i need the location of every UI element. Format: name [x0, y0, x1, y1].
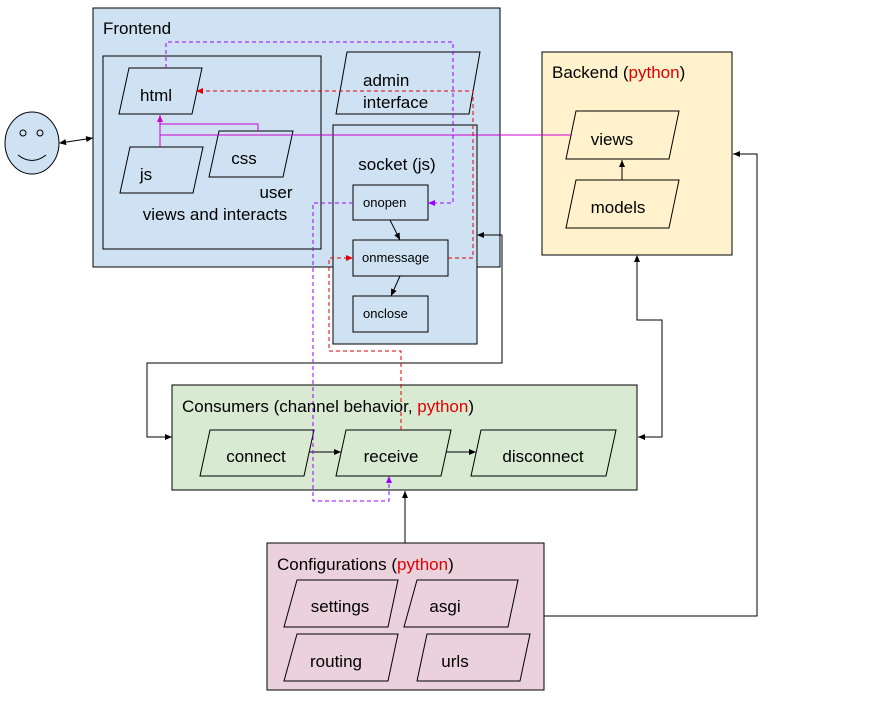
onmessage-html-dashed	[196, 88, 474, 259]
admin-label: admin	[363, 71, 409, 90]
css-node	[208, 130, 294, 178]
urls-label: urls	[441, 652, 468, 671]
user-label: user	[259, 183, 292, 202]
backend-consumers-link	[634, 255, 663, 440]
views-interacts-label: views and interacts	[143, 205, 288, 224]
interface-label: interface	[363, 93, 428, 112]
frontend-title: Frontend	[103, 19, 171, 38]
models-label: models	[591, 198, 646, 217]
models-node	[565, 179, 680, 229]
routing-label: routing	[310, 652, 362, 671]
configurations-title: Configurations (python)	[277, 555, 454, 574]
onopen-label: onopen	[363, 195, 406, 210]
receive-label: receive	[364, 447, 419, 466]
js-label: js	[139, 165, 152, 184]
js-node	[119, 146, 204, 194]
css-label: css	[231, 149, 257, 168]
asgi-label: asgi	[429, 597, 460, 616]
settings-label: settings	[311, 597, 370, 616]
user-frontend-arrow	[59, 136, 94, 146]
receive-onmessage-dashed	[328, 255, 402, 430]
html-node	[118, 67, 203, 115]
views-node	[565, 110, 680, 160]
socket-title: socket (js)	[358, 155, 435, 174]
routing-node	[283, 633, 399, 682]
settings-node	[283, 579, 399, 628]
backend-title: Backend (python)	[552, 63, 685, 82]
disconnect-label: disconnect	[502, 447, 584, 466]
html-onopen-dashed	[165, 41, 454, 206]
html-label: html	[140, 86, 172, 105]
smiley-face-icon	[4, 111, 60, 175]
onclose-label: onclose	[363, 306, 408, 321]
urls-node	[416, 633, 531, 682]
css-html-line	[160, 123, 259, 131]
asgi-node	[403, 579, 519, 628]
admin-interface-node	[335, 51, 481, 115]
socket-consumers-loop	[146, 232, 503, 440]
onmessage-label: onmessage	[362, 250, 429, 265]
config-backend-link	[544, 151, 758, 617]
connect-label: connect	[226, 447, 286, 466]
views-label: views	[591, 130, 634, 149]
disconnect-node	[470, 429, 617, 477]
onopen-receive-dashed	[312, 202, 392, 502]
consumers-title: Consumers (channel behavior, python)	[182, 397, 474, 416]
